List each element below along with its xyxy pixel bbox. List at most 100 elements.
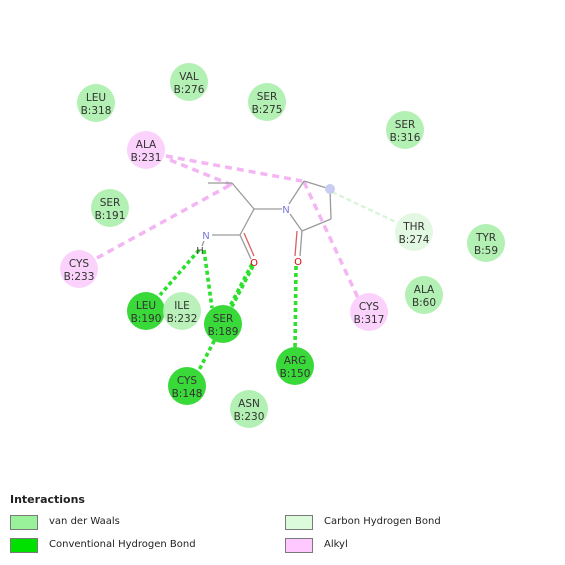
residue-position: B:316: [390, 132, 421, 144]
residue-name: CYS: [359, 301, 380, 313]
residue-position: B:231: [131, 152, 162, 164]
ligand-bond: [288, 180, 305, 205]
residue-name: VAL: [179, 71, 199, 83]
residue-node: [395, 213, 433, 251]
residue-name: CYS: [177, 375, 198, 387]
ligand-bond: [201, 240, 205, 247]
atom-o-ring: O: [294, 257, 302, 268]
ligand-bond: [243, 232, 255, 257]
residue-name: SER: [100, 197, 121, 209]
atom-h: H: [196, 246, 204, 257]
residue-position: B:275: [252, 104, 283, 116]
legend-swatch-vdw: [10, 515, 38, 530]
residue-position: B:148: [172, 388, 203, 400]
interactions-legend: Interactions van der Waals Carbon Hydrog…: [0, 488, 565, 565]
ligand-bond: [289, 213, 303, 232]
residue-position: B:190: [131, 313, 162, 325]
ligand-bond: [299, 230, 303, 257]
ligand-bond: [329, 188, 332, 220]
legend-label-hbond: Conventional Hydrogen Bond: [49, 539, 196, 550]
residue-layer: VALB:276LEUB:318SERB:275SERB:316ALAB:231…: [60, 63, 505, 428]
legend-swatch-carbon-h: [285, 515, 313, 530]
residue-position: B:317: [354, 314, 385, 326]
residue-name: SER: [257, 91, 278, 103]
residue-node: [405, 276, 443, 314]
residue-name: ALA: [136, 139, 157, 151]
residue-position: B:232: [167, 313, 198, 325]
residue-name: SER: [213, 313, 234, 325]
residue-name: LEU: [136, 300, 156, 312]
legend-swatch-hbond: [10, 538, 38, 553]
ligand-bond: [239, 234, 252, 260]
residue-name: ILE: [174, 300, 190, 312]
residue-node: [168, 367, 206, 405]
residue-position: B:230: [234, 411, 265, 423]
legend-title: Interactions: [10, 493, 85, 506]
residue-node: [127, 292, 165, 330]
legend-label-alkyl: Alkyl: [324, 539, 348, 550]
alkyl-interaction-line: [169, 158, 233, 187]
ligand-bond: [301, 218, 332, 232]
residue-name: SER: [395, 119, 416, 131]
atom-o-carbonyl: O: [250, 258, 258, 269]
ligand-bond: [239, 208, 255, 236]
residue-position: B:60: [412, 297, 436, 309]
residue-name: LEU: [86, 92, 106, 104]
atom-n-ring: N: [282, 205, 289, 216]
residue-position: B:59: [474, 245, 498, 257]
ligand-bond: [231, 182, 255, 210]
residue-node: [276, 347, 314, 385]
residue-position: B:191: [95, 210, 126, 222]
legend-label-carbon-h: Carbon Hydrogen Bond: [324, 516, 441, 527]
carbon-h-interaction-line: [331, 191, 399, 224]
residue-node: [467, 224, 505, 262]
residue-name: ALA: [414, 284, 435, 296]
diagram-canvas: N N H O O VALB:276LEUB:318SERB:275SERB:3…: [60, 63, 505, 428]
ligand-structure: N N H O O: [196, 180, 335, 269]
residue-name: ASN: [238, 398, 260, 410]
residue-node: [91, 189, 129, 227]
residue-node: [350, 293, 388, 331]
alkyl-interaction-line: [165, 154, 303, 183]
residue-name: CYS: [69, 258, 90, 270]
residue-node: [170, 63, 208, 101]
hbond-interaction-line: [293, 265, 298, 351]
residue-node: [386, 111, 424, 149]
hbond-interaction-line: [226, 263, 254, 311]
residue-position: B:274: [399, 234, 430, 246]
residue-node: [248, 83, 286, 121]
ligand-bond: [294, 230, 298, 257]
residue-node: [127, 131, 165, 169]
residue-node: [204, 305, 242, 343]
legend-label-vdw: van der Waals: [49, 516, 120, 527]
hbond-interaction-line: [158, 248, 201, 297]
residue-position: B:276: [174, 84, 205, 96]
residue-node: [77, 84, 115, 122]
residue-position: B:233: [64, 271, 95, 283]
carbon-hydrogen-site: [325, 184, 335, 194]
residue-name: ARG: [284, 355, 307, 367]
residue-position: B:318: [81, 105, 112, 117]
legend-swatch-alkyl: [285, 538, 313, 553]
atom-n-amide: N: [202, 231, 209, 242]
residue-node: [163, 292, 201, 330]
hbond-interaction-line: [202, 249, 214, 309]
interaction-lines: [96, 154, 399, 373]
residue-name: THR: [402, 221, 425, 233]
